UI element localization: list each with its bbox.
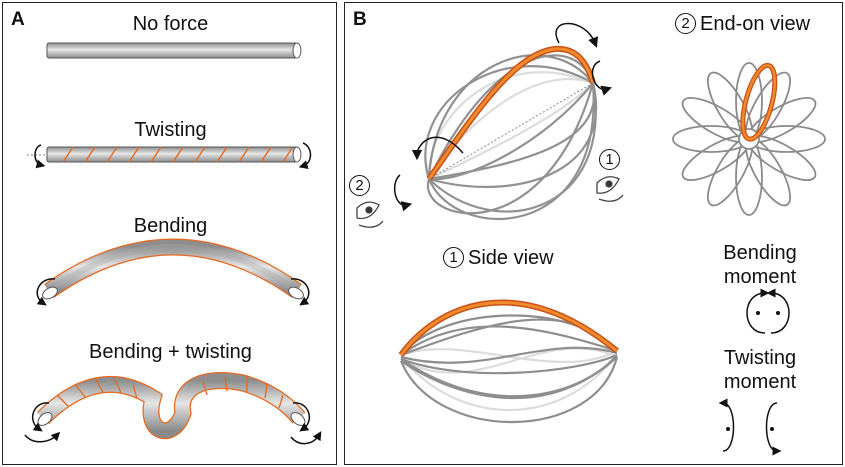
eye-marker-1: 1 <box>599 149 624 172</box>
twisting-moment-icon <box>718 398 782 456</box>
bending-moment-icon <box>746 288 790 334</box>
eye-icon-end-view <box>356 201 384 228</box>
twisted-rod <box>27 142 312 170</box>
helix-bundle-perspective <box>393 22 612 221</box>
caption-bending-twisting: Bending + twisting <box>89 341 252 363</box>
twisting-moment-line-1: Twisting <box>723 347 797 369</box>
eye-icon-side-view <box>596 176 624 202</box>
panel-a-illustrations <box>24 42 322 445</box>
bent-rod <box>36 238 310 306</box>
bending-moment-line-2: moment <box>723 266 797 288</box>
caption-twisting: Twisting <box>134 119 207 141</box>
eye-marker-2: 2 <box>349 175 374 198</box>
side-view-label: Side view <box>468 247 554 269</box>
bending-moment-label: Bending moment <box>705 241 815 289</box>
caption-no-force: No force <box>132 13 209 35</box>
panel-b-label: B <box>353 9 367 30</box>
view-marker-1: 1 <box>443 247 464 268</box>
view-marker-2: 2 <box>675 13 696 34</box>
panel-b-illustrations <box>356 22 826 456</box>
twisting-moment-label: Twisting moment <box>705 346 815 394</box>
panel-a: A No force Twisting Bending Bending + tw… <box>2 2 337 465</box>
bent-twisted-rod <box>24 372 322 445</box>
helix-bundle-side-view <box>398 299 619 424</box>
twisting-moment-line-2: moment <box>723 371 797 393</box>
end-on-view-label: End-on view <box>700 13 811 35</box>
end-on-flower <box>672 62 826 216</box>
caption-bending: Bending <box>133 215 208 237</box>
bending-moment-line-1: Bending <box>723 242 797 264</box>
panel-a-label: A <box>11 9 25 30</box>
straight-rod <box>46 42 302 59</box>
